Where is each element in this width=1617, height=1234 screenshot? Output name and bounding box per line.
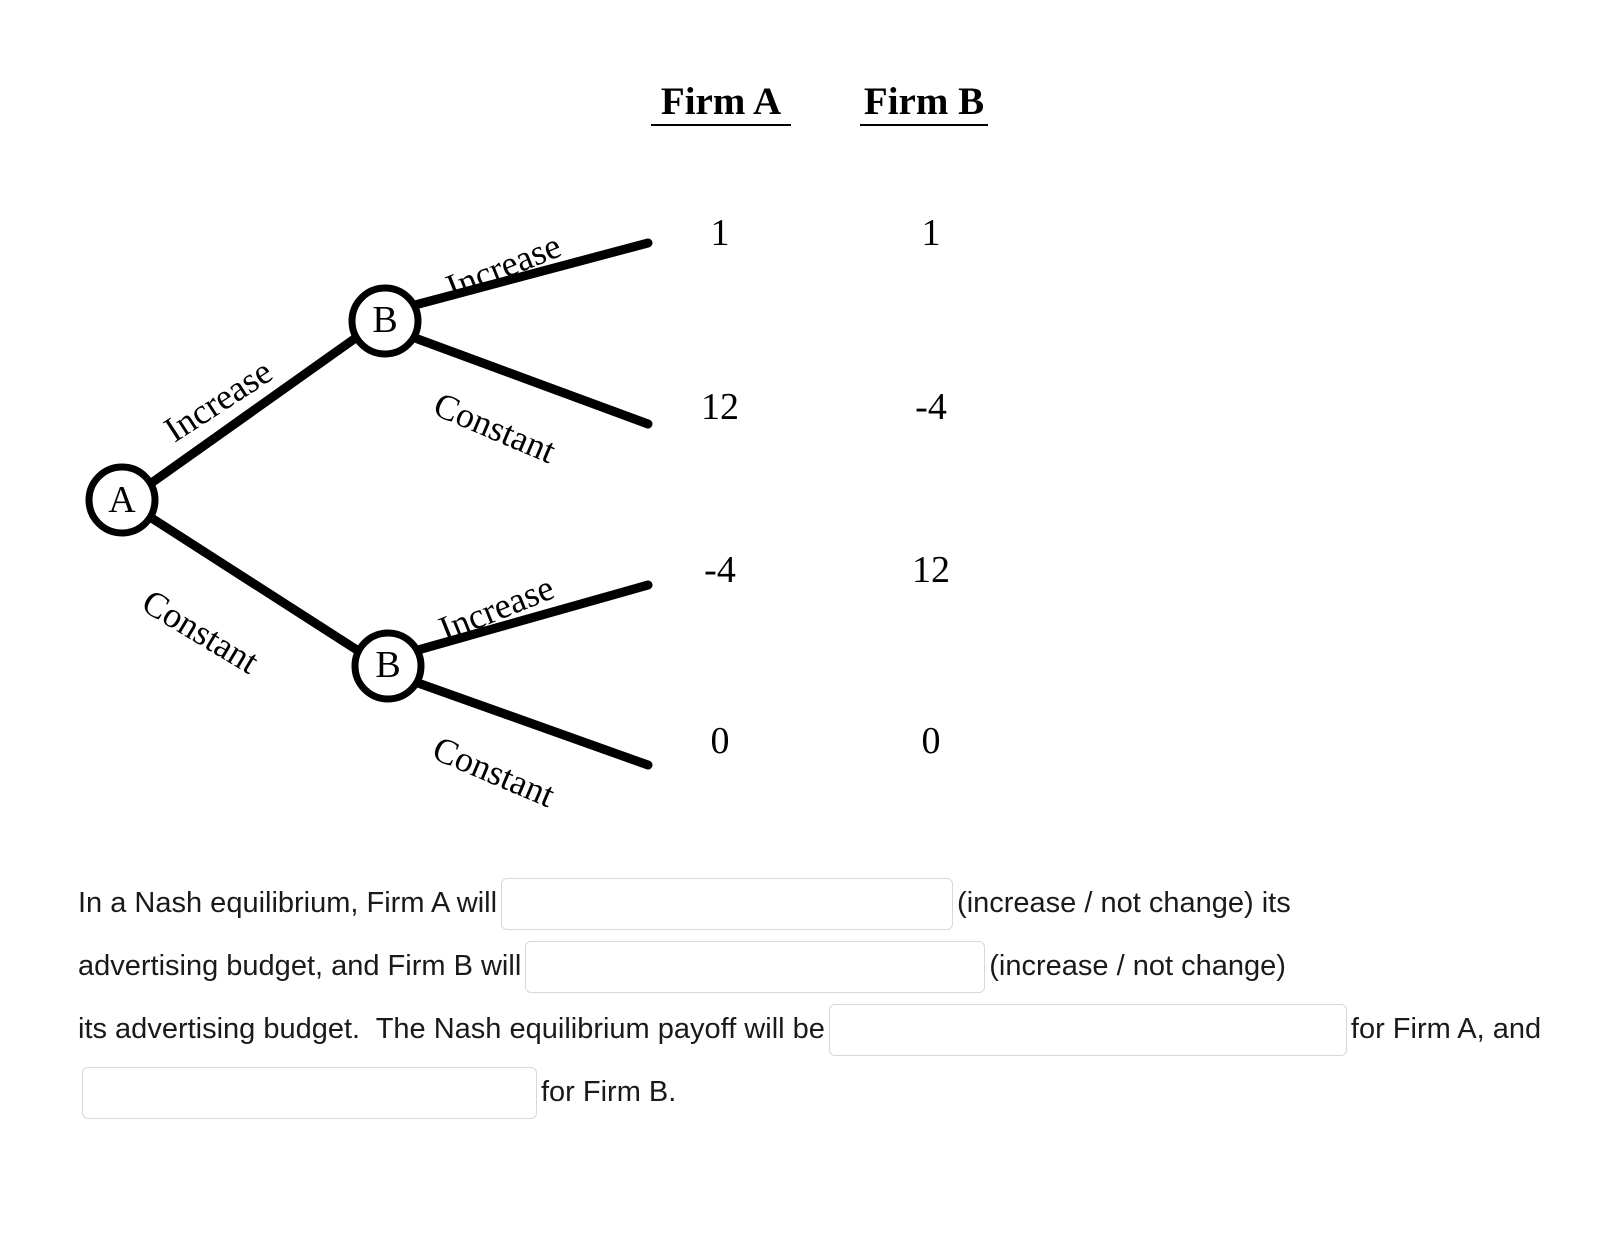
branch-a-increase: [145, 332, 362, 489]
payoff-b-outcome-2: -4: [915, 386, 947, 428]
branch-b1-increase: [410, 238, 653, 310]
branch-b2-constant: [413, 678, 653, 770]
branch-b2-increase: [413, 580, 653, 655]
question-text-5: its advertising budget. The Nash equilib…: [78, 1013, 825, 1045]
payoff-b-outcome-4: 0: [921, 720, 941, 762]
tree-nodes: [85, 284, 425, 703]
payoff-a-outcome-4: 0: [710, 720, 730, 762]
question-text-1: In a Nash equilibrium, Firm A will: [78, 887, 498, 919]
column-header-firm-b: Firm B: [860, 82, 988, 126]
payoff-a-outcome-3: -4: [704, 549, 736, 591]
payoff-b-outcome-3: 12: [912, 549, 950, 591]
payoff-a-outcome-2: 12: [701, 386, 739, 428]
branch-a-constant: [145, 512, 362, 655]
question-text-3: advertising budget, and Firm B will: [78, 950, 522, 982]
question-text-2: (increase / not change) its: [957, 887, 1291, 919]
node-a-circle: [85, 463, 159, 537]
node-b2-circle: [351, 629, 425, 703]
tree-branches: [145, 238, 653, 770]
game-tree-svg: [85, 238, 653, 770]
firm-a-action-input[interactable]: [501, 878, 954, 931]
question-text-7: for Firm B.: [541, 1076, 677, 1108]
node-b1-circle: [348, 284, 422, 358]
question-text-6: for Firm A, and: [1350, 1013, 1542, 1045]
payoff-a-outcome-1: 1: [710, 212, 730, 254]
payoff-firm-b-input[interactable]: [82, 1067, 537, 1120]
payoff-b-outcome-1: 1: [921, 212, 941, 254]
payoff-firm-a-input[interactable]: [828, 1004, 1347, 1057]
firm-b-action-input[interactable]: [525, 941, 986, 994]
branch-b1-constant: [410, 333, 653, 429]
game-tree-figure: A B B Increase Constant Increase Constan…: [85, 82, 988, 815]
question-paragraph: In a Nash equilibrium, Firm A will (incre…: [78, 872, 1558, 1124]
column-header-firm-a: Firm A: [651, 82, 791, 126]
question-text-4: (increase / not change): [989, 950, 1286, 982]
